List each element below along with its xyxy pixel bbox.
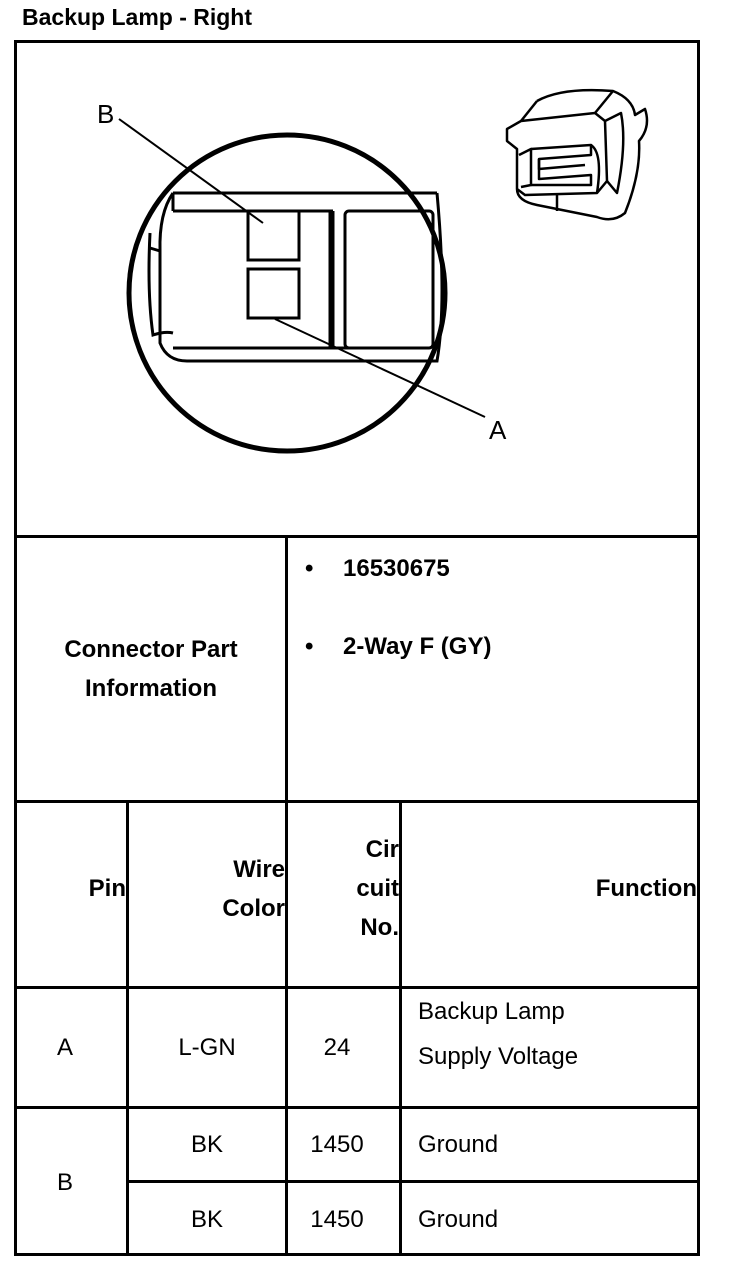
connector-diagram: B A bbox=[97, 88, 649, 454]
callout-a-label: A bbox=[489, 415, 507, 445]
callout-a-leader bbox=[274, 318, 486, 418]
callout-b-leader bbox=[118, 118, 264, 224]
table-row-b1-circuit: 1450 bbox=[310, 1131, 364, 1158]
part-number: 16530675 bbox=[343, 555, 450, 582]
page-title: Backup Lamp - Right bbox=[22, 4, 253, 30]
list-item: • 2-Way F (GY) bbox=[305, 633, 491, 711]
table-row-a-wire: L-GN bbox=[178, 1034, 236, 1061]
connector-face-view bbox=[126, 132, 448, 454]
table-row-a-circuit: 24 bbox=[323, 1034, 351, 1061]
header-wire-color: Wire Color bbox=[222, 855, 285, 922]
connector-part-label-line2: Information bbox=[85, 675, 217, 702]
table-row-b2-wire: BK bbox=[190, 1206, 223, 1233]
table-row-b1-wire: BK bbox=[190, 1131, 223, 1158]
table-row-b2-function: Ground bbox=[418, 1206, 499, 1233]
list-item: • 16530675 bbox=[305, 555, 491, 633]
header-circuit-no: Cir cuit No. bbox=[356, 836, 399, 941]
table-row-a-pin: A bbox=[56, 1034, 73, 1061]
table-row-a-function: Backup Lamp Supply Voltage bbox=[418, 998, 579, 1070]
table-row-b-pin: B bbox=[56, 1169, 73, 1196]
connector-type: 2-Way F (GY) bbox=[343, 633, 492, 660]
table-row-b1-function: Ground bbox=[418, 1131, 499, 1158]
header-function: Function bbox=[595, 875, 697, 902]
callout-b-label: B bbox=[97, 99, 114, 129]
connector-part-info-label: Connector Part Information bbox=[17, 538, 285, 800]
connector-table: B A Connector Part Information • 1653067… bbox=[14, 40, 700, 1256]
connector-part-label-line1: Connector Part bbox=[64, 636, 238, 663]
table-row-b2-circuit: 1450 bbox=[310, 1206, 364, 1233]
connector-body-icon bbox=[505, 88, 649, 221]
connector-part-bullets: • 16530675 • 2-Way F (GY) bbox=[305, 555, 491, 711]
header-pin: Pin bbox=[88, 875, 126, 902]
